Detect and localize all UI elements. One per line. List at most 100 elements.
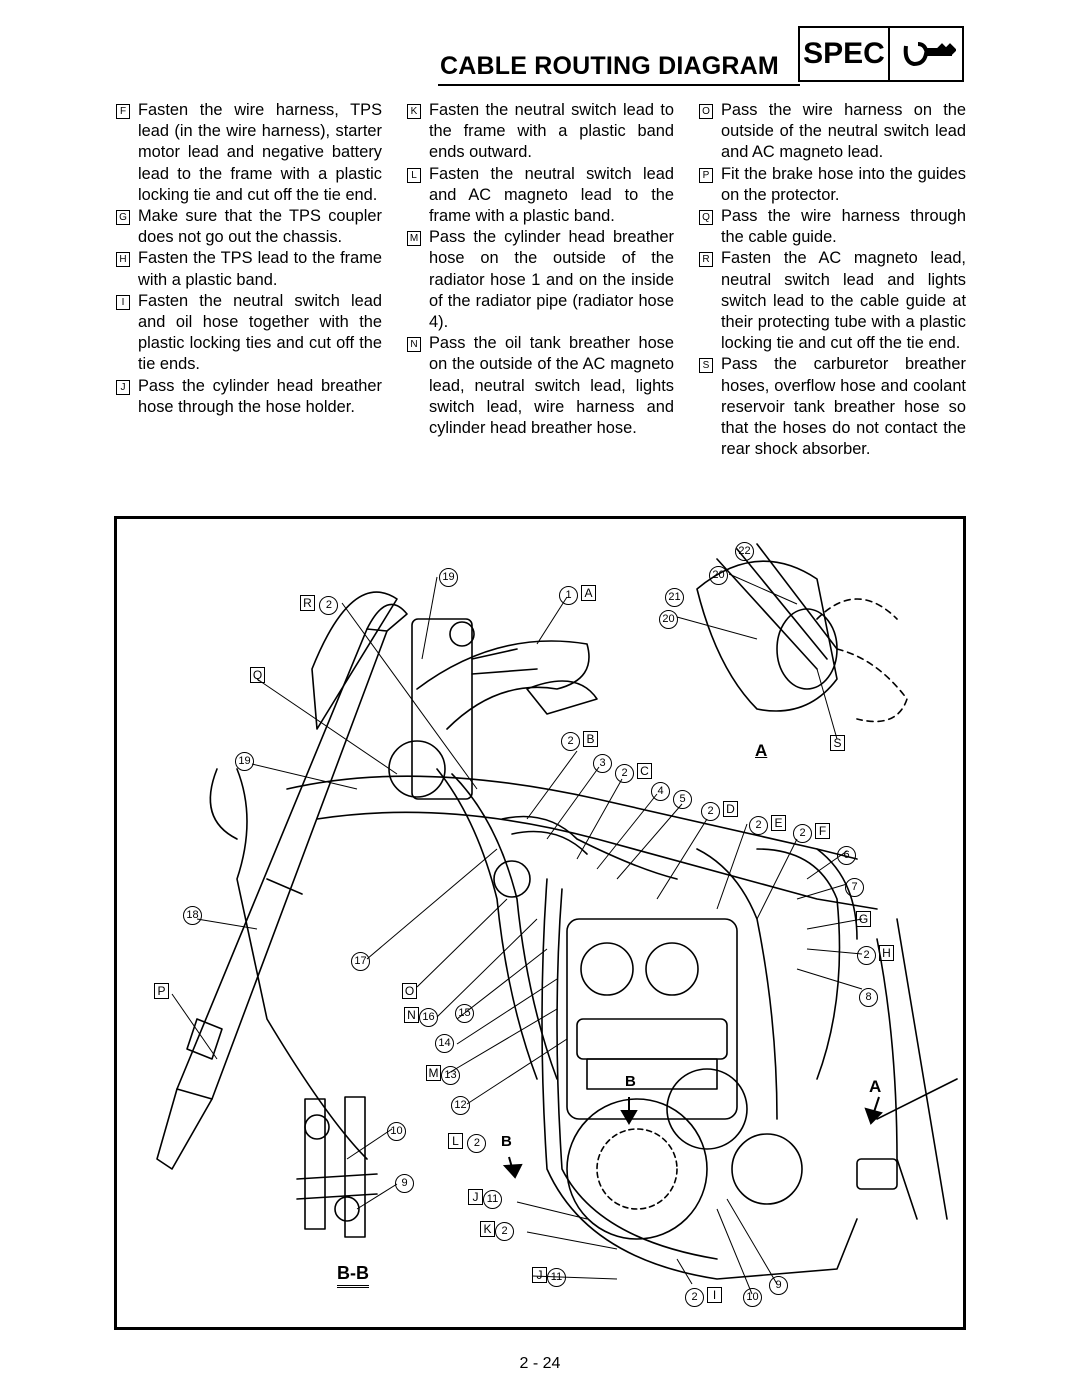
callout-15: 15 <box>455 1003 474 1023</box>
callout-box: D <box>723 801 738 817</box>
callout-number: 20 <box>659 610 678 629</box>
callout-box: Q <box>250 667 265 683</box>
key-letter: F <box>116 104 130 119</box>
callout-10-bottom: 10 <box>743 1287 762 1307</box>
callout-box: J <box>468 1189 483 1205</box>
callout-box: E <box>771 815 786 831</box>
callout-box: R <box>300 595 315 611</box>
callout-number: 7 <box>845 878 864 897</box>
callout-number: 3 <box>593 754 612 773</box>
callout-number: 2 <box>319 596 339 615</box>
key-letter: Q <box>699 210 713 226</box>
callout-6: 6 <box>837 845 856 865</box>
callout-box: G <box>856 911 871 927</box>
instruction-item: H Fasten the TPS lead to the frame with a… <box>116 248 382 290</box>
key-letter: H <box>116 252 130 268</box>
callout-box: M <box>426 1065 441 1081</box>
callout-box: J <box>532 1267 547 1283</box>
instruction-text: Fasten the neutral switch lead to the fr… <box>429 101 674 162</box>
callout-number: 14 <box>435 1034 454 1053</box>
instruction-item: O Pass the wire harness on the outside of… <box>699 100 966 164</box>
callout-number: 8 <box>859 988 878 1007</box>
callout-20a: 20 <box>709 565 728 585</box>
key-letter: O <box>699 104 713 119</box>
key-letter: I <box>116 294 130 310</box>
callout-number: 2 <box>685 1288 704 1307</box>
view-marker-b-mid: B <box>625 1073 636 1090</box>
key-letter: L <box>407 167 421 183</box>
spec-badge: SPEC <box>798 26 964 82</box>
callout-number: 2 <box>495 1222 514 1241</box>
instructions-column-3: O Pass the wire harness on the outside of… <box>699 100 966 460</box>
key-letter: J <box>116 379 130 395</box>
callout-19-top: 19 <box>439 567 458 587</box>
callout-20b: 20 <box>659 609 678 629</box>
callout-number: 4 <box>651 782 670 801</box>
callout-box: O <box>402 983 417 999</box>
instruction-text: Pass the wire harness through the cable … <box>721 207 966 247</box>
callout-number: 13 <box>441 1066 460 1085</box>
instruction-item: N Pass the oil tank breather hose on the … <box>407 333 674 439</box>
callout-5: 5 <box>673 789 692 809</box>
callout-9-bottom: 9 <box>769 1275 788 1295</box>
callout-box: S <box>830 735 845 751</box>
instruction-text: Fasten the neutral switch lead and oil h… <box>138 291 382 374</box>
callout-s: S <box>827 735 845 753</box>
instruction-text: Pass the wire harness on the outside of … <box>721 101 966 162</box>
instruction-text: Fasten the neutral switch lead and AC ma… <box>429 164 674 226</box>
callout-number: 2 <box>857 946 876 965</box>
instruction-text: Fit the brake hose into the guides on th… <box>721 164 966 204</box>
instruction-item: Q Pass the wire harness through the cable… <box>699 206 966 248</box>
callout-number: 12 <box>451 1096 470 1115</box>
callout-number: 11 <box>547 1268 566 1287</box>
instruction-text: Make sure that the TPS coupler does not … <box>138 207 382 247</box>
view-marker-a-top: A <box>755 741 768 760</box>
section-label-bb: B-B <box>337 1263 369 1288</box>
key-letter: G <box>116 210 130 226</box>
callout-number: 9 <box>395 1174 414 1193</box>
callout-4: 4 <box>651 781 670 801</box>
callout-number: 17 <box>351 952 370 971</box>
callout-q: Q <box>247 667 265 685</box>
callout-number: 20 <box>709 566 728 585</box>
callout-box: P <box>154 983 169 999</box>
callout-box: B <box>583 731 598 747</box>
key-letter: M <box>407 231 421 247</box>
callout-number: 10 <box>387 1122 406 1141</box>
callout-14: 14 <box>435 1033 454 1053</box>
callout-8: 8 <box>859 987 878 1007</box>
callout-number: 10 <box>743 1288 762 1307</box>
callout-r2: R 2 <box>297 595 339 615</box>
instruction-text: Fasten the TPS lead to the frame with a … <box>138 249 382 289</box>
callout-7: 7 <box>845 877 864 897</box>
callout-number: 2 <box>561 732 580 751</box>
key-letter: N <box>407 337 421 353</box>
callout-box: N <box>404 1007 419 1023</box>
key-letter: S <box>699 358 713 374</box>
callout-number: 2 <box>701 802 720 821</box>
callout-number: 2 <box>615 764 634 783</box>
callout-22: 22 <box>735 541 754 561</box>
instruction-text: Pass the oil tank breather hose on the o… <box>429 334 674 438</box>
callout-number: 18 <box>183 906 202 925</box>
instruction-item: L Fasten the neutral switch lead and AC m… <box>407 164 674 228</box>
callout-number: 21 <box>665 588 684 607</box>
